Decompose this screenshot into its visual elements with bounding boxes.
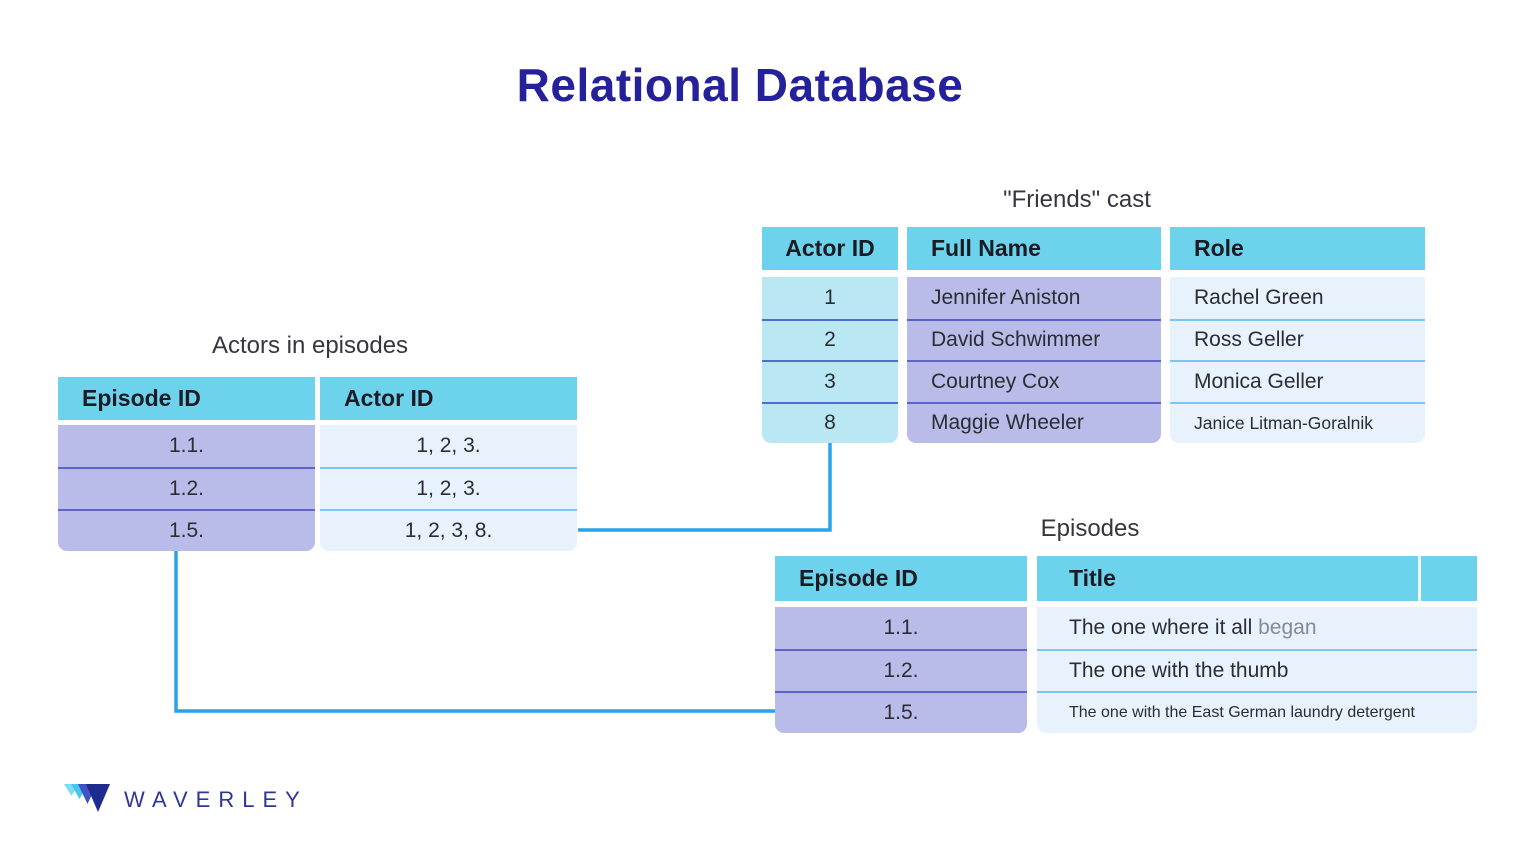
waverley-logo-icon <box>64 784 110 812</box>
table-cell: 1.2. <box>58 467 315 509</box>
friends-cast-header-row: Actor ID Full Name Role <box>762 227 1425 270</box>
table-cell: David Schwimmer <box>907 318 1161 360</box>
actors-in-episodes-table: Episode ID Actor ID 1.1. 1, 2, 3. 1.2. 1… <box>58 377 577 551</box>
episodes-table: Episode ID Title 1.1. The one where it a… <box>775 556 1477 733</box>
header-divider <box>1418 556 1421 601</box>
table-cell: 1.5. <box>58 509 315 551</box>
table-cell: The one with the East German laundry det… <box>1037 691 1477 733</box>
episodes-body: 1.1. The one where it all began 1.2. The… <box>775 607 1477 733</box>
table-cell: 1.1. <box>775 607 1027 649</box>
table-cell: 1.2. <box>775 649 1027 691</box>
table-cell: Monica Geller <box>1170 360 1425 402</box>
table-cell: Courtney Cox <box>907 360 1161 402</box>
table-cell: 1.1. <box>58 425 315 467</box>
column-header-episode-id: Episode ID <box>775 556 1027 601</box>
table-cell: 1, 2, 3. <box>320 467 577 509</box>
table-cell: 1, 2, 3. <box>320 425 577 467</box>
table-cell: 1.5. <box>775 691 1027 733</box>
column-header-title: Title <box>1037 556 1477 601</box>
page-title: Relational Database <box>516 59 964 111</box>
table-cell: Janice Litman-Goralnik <box>1170 401 1425 443</box>
column-header-episode-id: Episode ID <box>58 377 315 420</box>
column-header-title-label: Title <box>1069 565 1116 591</box>
column-header-full-name: Full Name <box>907 227 1161 270</box>
episode-title-muted-text: began <box>1258 616 1317 639</box>
episodes-header-row: Episode ID Title <box>775 556 1477 601</box>
table-cell: Maggie Wheeler <box>907 401 1161 443</box>
waverley-logo-text: WAVERLEY <box>124 787 308 812</box>
table-cell: 1, 2, 3, 8. <box>320 509 577 551</box>
column-header-role: Role <box>1170 227 1425 270</box>
table-cell: 3 <box>762 360 898 402</box>
episodes-caption: Episodes <box>1040 515 1140 542</box>
friends-cast-caption: "Friends" cast <box>1003 186 1151 213</box>
column-header-actor-id: Actor ID <box>320 377 577 420</box>
table-cell: 2 <box>762 318 898 360</box>
table-cell: Rachel Green <box>1170 277 1425 319</box>
friends-cast-table: Actor ID Full Name Role 1 Jennifer Anist… <box>762 227 1425 443</box>
table-cell: The one with the thumb <box>1037 649 1477 691</box>
column-header-actor-id: Actor ID <box>762 227 898 270</box>
friends-cast-body: 1 Jennifer Aniston Rachel Green 2 David … <box>762 277 1425 443</box>
table-cell: Ross Geller <box>1170 318 1425 360</box>
connector-episode-id-icon <box>174 551 775 713</box>
table-cell: Jennifer Aniston <box>907 277 1161 319</box>
episode-title-text: The one where it all <box>1069 616 1253 639</box>
waverley-logo: WAVERLEY <box>64 783 308 817</box>
actors-in-episodes-body: 1.1. 1, 2, 3. 1.2. 1, 2, 3. 1.5. 1, 2, 3… <box>58 425 577 551</box>
table-cell: 1 <box>762 277 898 319</box>
actors-in-episodes-caption: Actors in episodes <box>211 332 409 359</box>
table-cell: 8 <box>762 401 898 443</box>
table-cell: The one where it all began <box>1037 607 1477 649</box>
actors-in-episodes-header-row: Episode ID Actor ID <box>58 377 577 420</box>
